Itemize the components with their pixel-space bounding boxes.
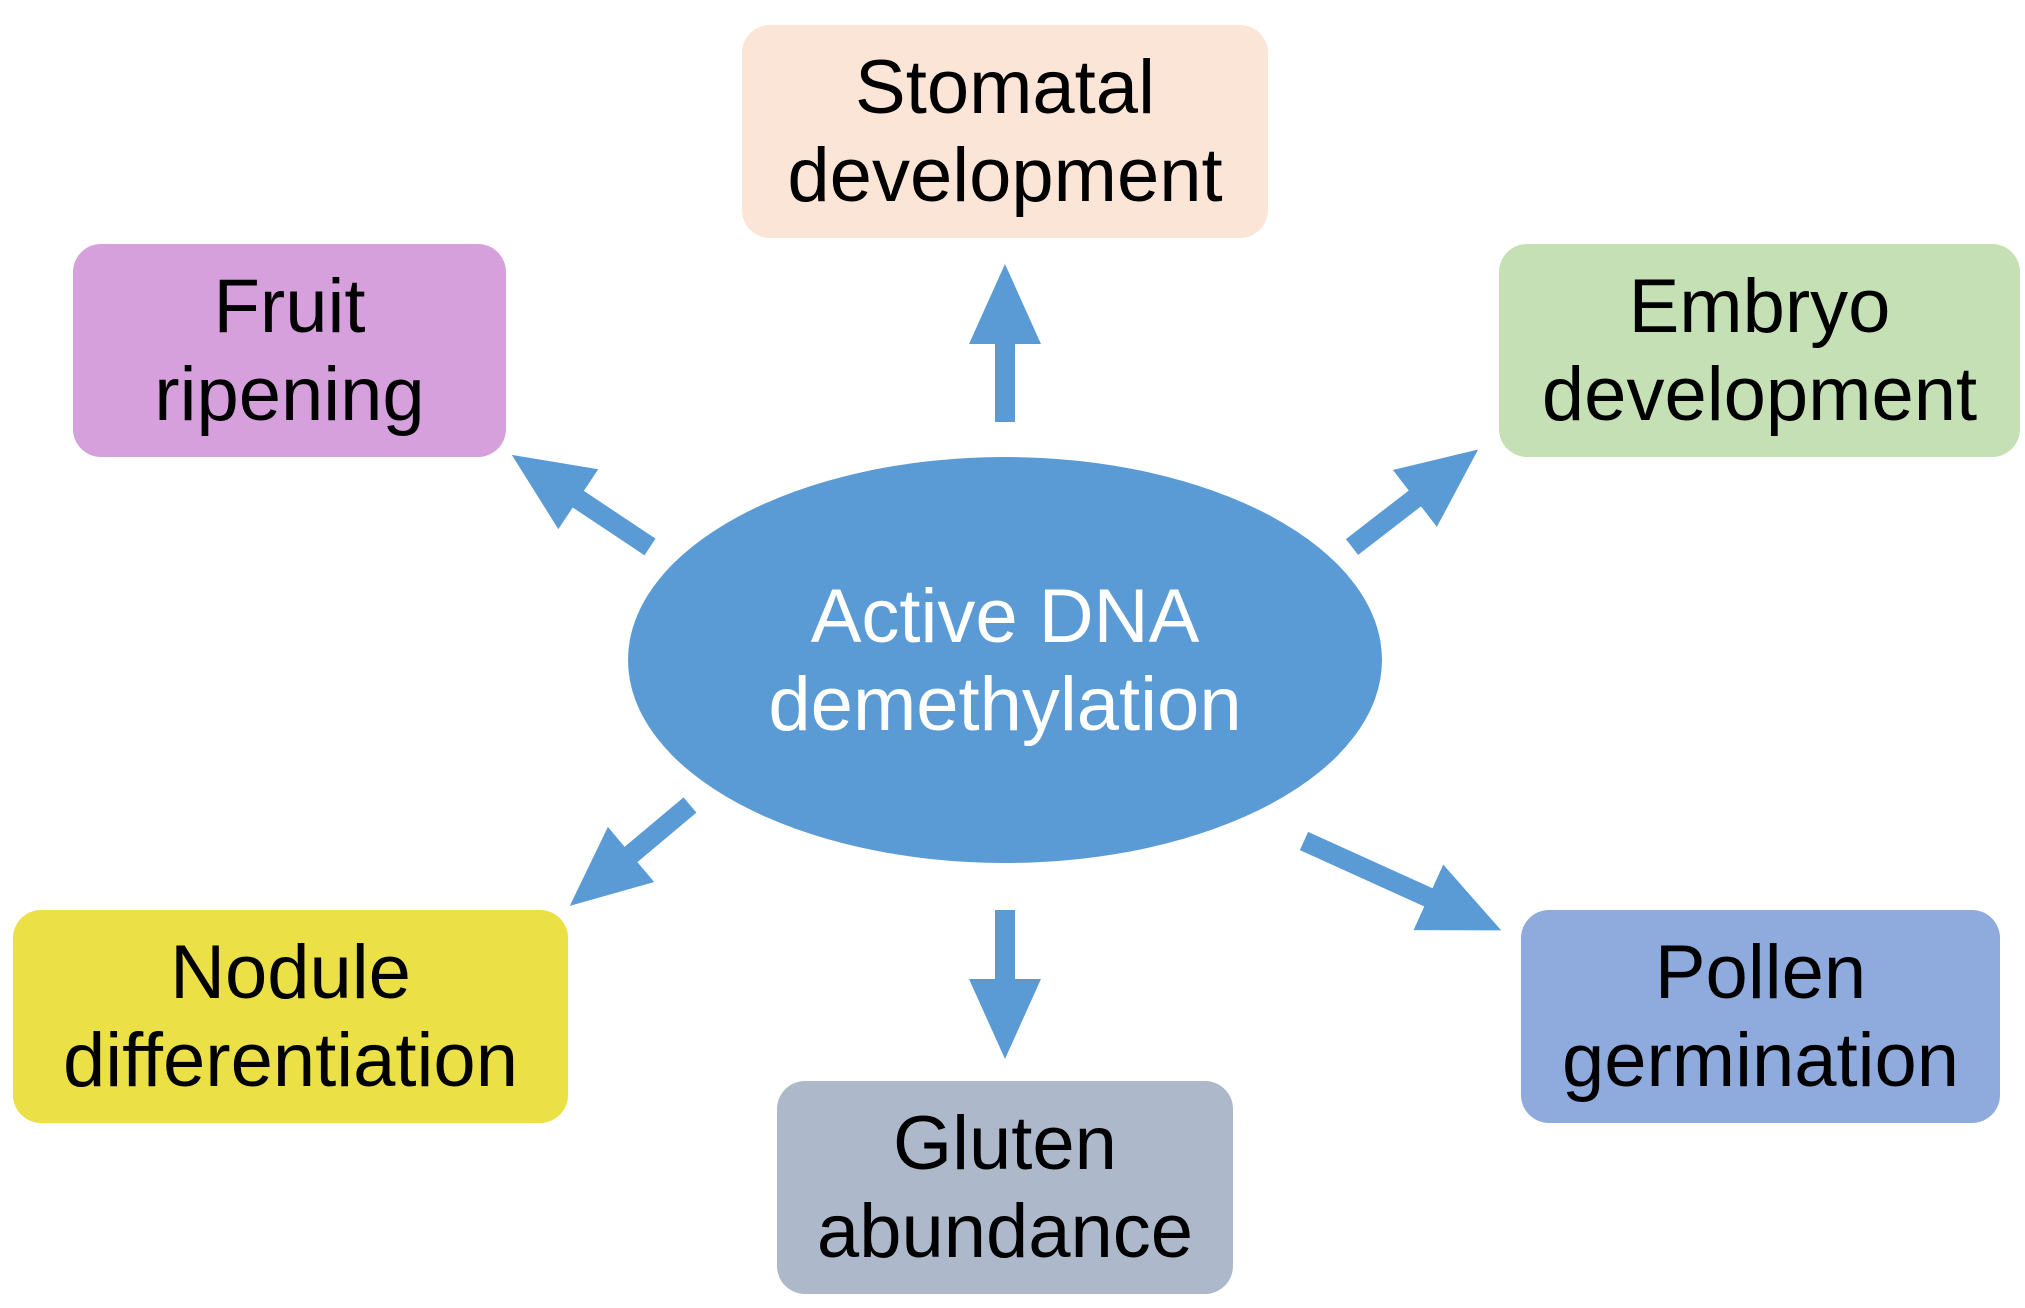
center-ellipse (628, 457, 1382, 863)
node-stomatal-line-1: Stomatal (855, 44, 1155, 130)
node-gluten-line-1: Gluten (893, 1100, 1117, 1186)
arrow-to-fruit (511, 454, 656, 556)
node-pollen-line-2: germination (1561, 1017, 1960, 1103)
node-nodule-differentiation: Nodule differentiation (13, 910, 568, 1123)
arrow-to-embryo (1345, 449, 1479, 555)
arrow-to-nodule (569, 797, 697, 906)
center-label-line-2: demethylation (768, 662, 1242, 747)
node-stomatal-line-2: development (787, 132, 1223, 218)
node-fruit-line-1: Fruit (213, 263, 366, 349)
arrow-to-pollen (1299, 831, 1502, 931)
node-gluten-line-2: abundance (816, 1188, 1194, 1274)
node-gluten-abundance: Gluten abundance (777, 1081, 1233, 1294)
node-fruit-ripening: Fruit ripening (73, 244, 506, 457)
node-embryo-line-2: development (1541, 351, 1978, 437)
node-stomatal-development: Stomatal development (742, 25, 1268, 238)
center-label-line-1: Active DNA (810, 574, 1200, 659)
node-fruit-line-2: ripening (154, 351, 425, 437)
center-label: Active DNA demethylation (630, 545, 1380, 777)
node-embryo-development: Embryo development (1499, 244, 2020, 457)
node-embryo-line-1: Embryo (1628, 263, 1891, 349)
node-nodule-line-2: differentiation (63, 1017, 518, 1103)
node-pollen-line-1: Pollen (1654, 929, 1867, 1015)
node-pollen-germination: Pollen germination (1521, 910, 2000, 1123)
node-nodule-line-1: Nodule (170, 929, 411, 1015)
